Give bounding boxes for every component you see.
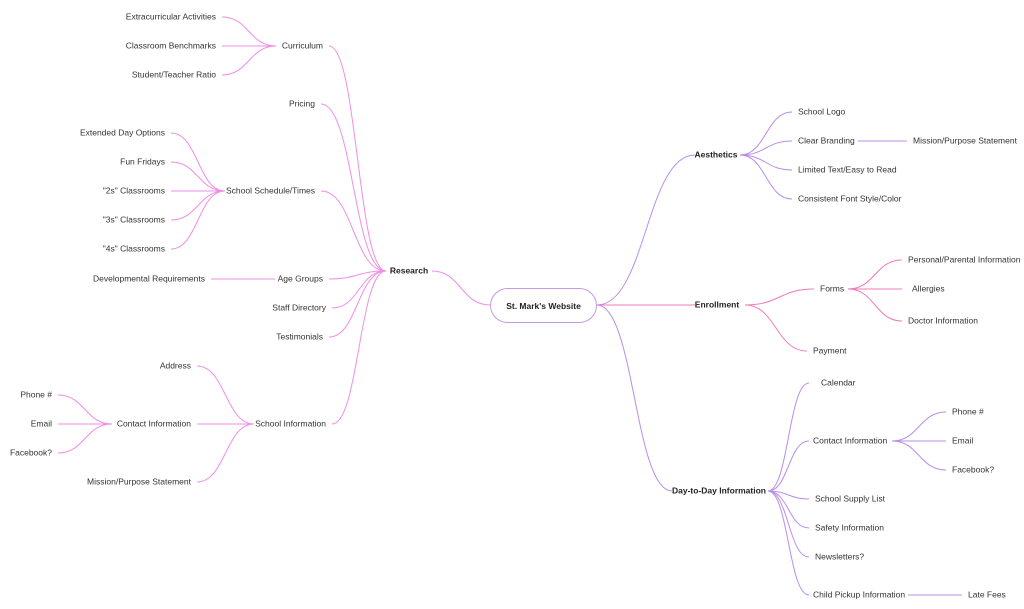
classroom-4s-node[interactable]: "4s" Classrooms: [102, 243, 165, 254]
link-research-5: [328, 270, 387, 338]
allergies-node[interactable]: Allergies: [912, 283, 945, 294]
phone-right-node[interactable]: Phone #: [952, 406, 984, 417]
link-research-3: [328, 270, 387, 280]
extracurricular-node[interactable]: Extracurricular Activities: [125, 11, 216, 22]
payment-node[interactable]: Payment: [813, 345, 847, 356]
forms-node[interactable]: Forms: [820, 283, 845, 294]
address-node[interactable]: Address: [159, 360, 191, 371]
link-daytoday-1: [767, 440, 810, 492]
link-forms-0: [847, 259, 903, 290]
classroom-benchmarks-node[interactable]: Classroom Benchmarks: [125, 40, 216, 51]
link-curriculum-2: [221, 45, 277, 76]
classroom-3s-node[interactable]: "3s" Classrooms: [102, 214, 165, 225]
curriculum-node[interactable]: Curriculum: [281, 40, 323, 51]
extended-day-node[interactable]: Extended Day Options: [79, 127, 165, 138]
link-daytoday-4: [767, 490, 810, 558]
mission-left-node[interactable]: Mission/Purpose Statement: [87, 476, 191, 487]
link-aesthetics-0: [739, 111, 793, 156]
email-right-node[interactable]: Email: [952, 435, 974, 446]
link-research-2: [320, 190, 387, 272]
facebook-left-node[interactable]: Facebook?: [9, 447, 52, 458]
fun-fridays-node[interactable]: Fun Fridays: [120, 156, 165, 167]
school-supply-node[interactable]: School Supply List: [815, 493, 885, 504]
age-groups-node[interactable]: Age Groups: [277, 273, 323, 284]
link-daytoday-5: [767, 490, 810, 596]
phone-left-node[interactable]: Phone #: [20, 389, 52, 400]
link-schedule-4: [170, 190, 226, 250]
link-schoolinfo-2: [196, 423, 255, 483]
child-pickup-node[interactable]: Child Pickup Information: [813, 589, 906, 600]
research-node[interactable]: Research: [389, 265, 429, 276]
link-aesthetics-2: [739, 154, 793, 171]
email-left-node[interactable]: Email: [30, 418, 52, 429]
testimonials-node[interactable]: Testimonials: [276, 331, 323, 342]
link-aesthetics-1: [739, 140, 793, 156]
link-aesthetics-3: [739, 154, 793, 200]
contact-information-right-node[interactable]: Contact Information: [813, 435, 888, 446]
developmental-requirements-node[interactable]: Developmental Requirements: [93, 273, 205, 284]
clear-branding-node[interactable]: Clear Branding: [798, 135, 855, 146]
link-research-0: [328, 45, 387, 272]
link-daytoday-0: [767, 382, 810, 492]
aesthetics-node[interactable]: Aesthetics: [694, 149, 738, 160]
link-schedule-1: [170, 161, 226, 192]
school-logo-node[interactable]: School Logo: [798, 106, 846, 117]
link-schedule-3: [170, 190, 226, 221]
link-contact-right-0: [891, 411, 947, 442]
enrollment-node[interactable]: Enrollment: [694, 299, 740, 310]
day-to-day-node[interactable]: Day-to-Day Information: [672, 485, 766, 496]
doctor-info-node[interactable]: Doctor Information: [908, 315, 978, 326]
school-information-node[interactable]: School Information: [255, 418, 326, 429]
classroom-2s-node[interactable]: "2s" Classrooms: [102, 185, 165, 196]
link-contact-left-0: [57, 394, 113, 425]
link-root-research: [431, 270, 491, 306]
link-root-aesthetics: [596, 154, 696, 306]
calendar-node[interactable]: Calendar: [821, 377, 856, 388]
link-schedule-0: [170, 132, 226, 192]
consistent-font-node[interactable]: Consistent Font Style/Color: [798, 193, 902, 204]
facebook-right-node[interactable]: Facebook?: [952, 464, 995, 475]
school-schedule-node[interactable]: School Schedule/Times: [226, 185, 315, 196]
link-research-6: [331, 270, 387, 425]
link-root-daytoday: [596, 304, 673, 492]
mission-right-node[interactable]: Mission/Purpose Statement: [913, 135, 1017, 146]
link-forms-2: [847, 288, 903, 322]
link-enroll-forms: [744, 288, 815, 306]
link-contact-left-2: [57, 423, 113, 454]
newsletters-node[interactable]: Newsletters?: [815, 551, 865, 562]
contact-information-left-node[interactable]: Contact Information: [116, 418, 191, 429]
limited-text-node[interactable]: Limited Text/Easy to Read: [798, 164, 897, 175]
link-research-4: [331, 270, 387, 309]
student-teacher-ratio-node[interactable]: Student/Teacher Ratio: [131, 69, 216, 80]
link-enroll-payment: [744, 304, 808, 352]
link-curriculum-0: [221, 16, 277, 47]
late-fees-node[interactable]: Late Fees: [968, 589, 1006, 600]
pricing-node[interactable]: Pricing: [289, 98, 315, 109]
personal-info-node[interactable]: Personal/Parental Information: [908, 254, 1021, 265]
root-node[interactable]: St. Mark's Website: [490, 288, 597, 323]
link-contact-right-2: [891, 440, 947, 471]
link-schoolinfo-0: [196, 365, 255, 425]
staff-directory-node[interactable]: Staff Directory: [272, 302, 326, 313]
link-research-1: [320, 103, 387, 272]
safety-info-node[interactable]: Safety Information: [815, 522, 884, 533]
